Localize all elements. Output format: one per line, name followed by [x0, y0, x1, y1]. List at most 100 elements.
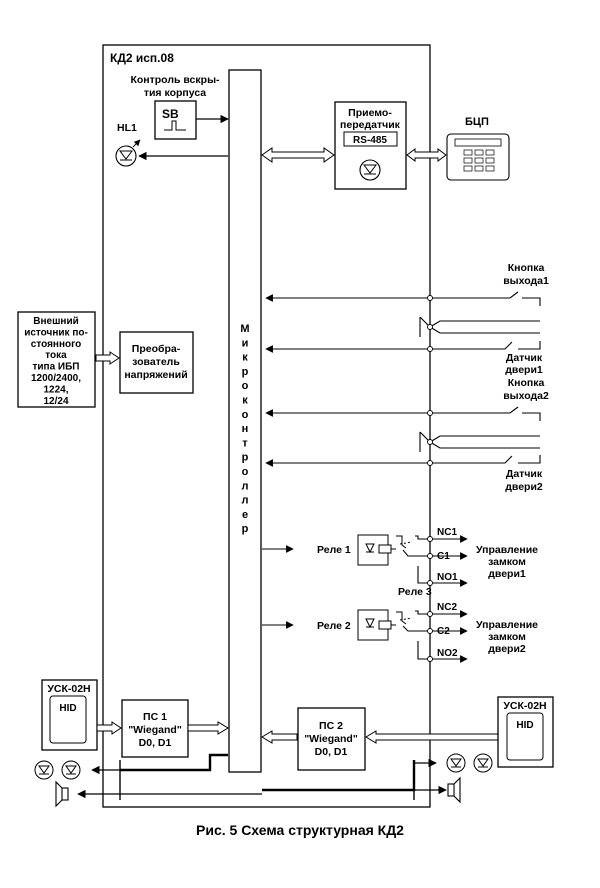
bcp-keypad-icon	[446, 133, 510, 181]
microcontroller-letter-line-6: к	[242, 395, 248, 407]
tamper-label-line2: тия корпуса	[144, 87, 206, 99]
tamper-switch-symbol	[164, 120, 186, 131]
figure-caption: Рис. 5 Схема структурная КД2	[196, 822, 404, 838]
tamper-label-line1: Контроль вскры-	[130, 74, 220, 86]
relay2-label: Реле 2	[317, 620, 351, 632]
bus-transceiver-bcp	[406, 148, 447, 162]
reader-right-title: УСК-02Н	[503, 700, 546, 712]
relay2-junctions	[427, 611, 433, 662]
bcp-label: БЦП	[465, 116, 489, 128]
lock-control1-line3: двери1	[488, 568, 526, 580]
tamper-switch-box	[154, 100, 197, 140]
led-hl1-label: HL1	[117, 122, 137, 134]
relay1-no: NO1	[437, 572, 458, 583]
bus-power-converter	[95, 351, 120, 365]
reader-right-hid: HID	[516, 720, 533, 731]
device-title: КД2 исп.08	[110, 51, 174, 65]
relay1-lines	[415, 535, 468, 587]
reader-left-hid: HID	[59, 703, 76, 714]
relay2-c: C2	[437, 626, 450, 637]
power-source-line-4: тока	[45, 350, 67, 361]
microcontroller-letter-line-2: и	[242, 337, 249, 349]
relay1-symbol	[357, 534, 416, 566]
exit-button2-line1: Кнопка	[508, 377, 545, 389]
bus-ps1-mcu	[187, 721, 229, 735]
bus-reader-ps2	[365, 730, 499, 744]
microcontroller-letter-line-12: л	[242, 480, 249, 492]
reader-left-inner	[49, 695, 87, 744]
ps2-line3: D0, D1	[315, 746, 348, 758]
power-source-line-8: 12/24	[43, 396, 68, 407]
microcontroller-letter-line-7: о	[242, 409, 249, 421]
power-source-line-5: типа ИБП	[33, 362, 80, 373]
exit-button1-line1: Кнопка	[508, 262, 545, 274]
microcontroller-letter-line-1: М	[240, 323, 249, 335]
reader-left-title: УСК-02Н	[47, 683, 90, 695]
microcontroller-letter-line-10: р	[242, 452, 249, 464]
relay1-junctions	[427, 536, 433, 586]
signal-lines	[77, 753, 447, 800]
door-sensor2-line2: двери2	[505, 481, 543, 493]
exit-button1-line2: выхода1	[503, 275, 549, 287]
right-leds-icon	[446, 753, 493, 773]
reader-right-inner	[506, 712, 544, 761]
io-lines	[265, 291, 541, 467]
microcontroller-letter-line-8: н	[242, 423, 249, 435]
door-sensor2-line1: Датчик	[506, 468, 543, 480]
relay3-label: Реле 3	[398, 586, 432, 598]
microcontroller-letter-line-13: л	[242, 495, 249, 507]
ps1-block	[121, 699, 189, 758]
lock-control1-line2: замком	[488, 556, 526, 568]
microcontroller-letter-line-5: о	[242, 380, 249, 392]
power-source-line-7: 1224,	[43, 384, 68, 395]
ps1-line1: ПС 1	[143, 711, 167, 723]
transceiver-line1: Приемо-	[348, 107, 392, 119]
converter-line-1: Преобра-	[132, 343, 181, 355]
power-source-line-6: 1200/2400,	[31, 373, 81, 384]
relay1-label: Реле 1	[317, 544, 351, 556]
rs485-label: RS-485	[353, 135, 387, 146]
rs485-box	[343, 131, 398, 147]
ps2-line2: "Wiegand"	[304, 733, 358, 745]
left-buzzer-icon	[55, 780, 69, 808]
power-source-line-2: источник по-	[24, 327, 88, 338]
relay1-c: C1	[437, 551, 450, 562]
microcontroller-letter-line-9: т	[242, 437, 248, 449]
bus-reader-ps1	[96, 721, 122, 735]
lock-control2-line2: замком	[488, 631, 526, 643]
power-source-line-1: Внешний	[33, 316, 79, 327]
io-junctions	[427, 295, 433, 466]
power-source-block	[17, 311, 96, 408]
converter-line-3: напряжений	[124, 369, 187, 381]
converter-line-2: зователь	[132, 356, 180, 368]
ps2-block	[297, 707, 366, 771]
microcontroller-letter-line-14: е	[242, 509, 248, 521]
bus-ps2-mcu	[261, 730, 298, 744]
led-hl1-icon	[115, 139, 141, 167]
microcontroller-letter-line-4: р	[242, 366, 249, 378]
ps1-line3: D0, D1	[139, 737, 172, 749]
door-sensor1-line1: Датчик	[506, 352, 543, 364]
ps1-line2: "Wiegand"	[128, 724, 182, 736]
power-source-line-3: стоянного	[31, 339, 81, 350]
relay2-lines	[415, 610, 468, 663]
device-frame	[102, 44, 431, 808]
lock-control2-line3: двери2	[488, 643, 526, 655]
lock-control2-line1: Управление	[476, 619, 538, 631]
bus-mcu-transceiver	[261, 147, 335, 163]
exit-button2-line2: выхода2	[503, 390, 549, 402]
microcontroller-letter-line-11: о	[242, 466, 249, 478]
door-sensor1-line2: двери1	[505, 364, 543, 376]
left-leds-icon	[34, 760, 81, 780]
right-buzzer-icon	[447, 776, 461, 804]
transceiver-led-icon	[359, 159, 381, 181]
converter-block	[119, 331, 194, 394]
relay2-symbol	[357, 609, 416, 641]
relay2-nc: NC2	[437, 602, 457, 613]
transceiver-line2: передатчик	[340, 119, 401, 131]
relay1-nc: NC1	[437, 527, 457, 538]
tamper-switch-label: SB	[162, 107, 179, 121]
